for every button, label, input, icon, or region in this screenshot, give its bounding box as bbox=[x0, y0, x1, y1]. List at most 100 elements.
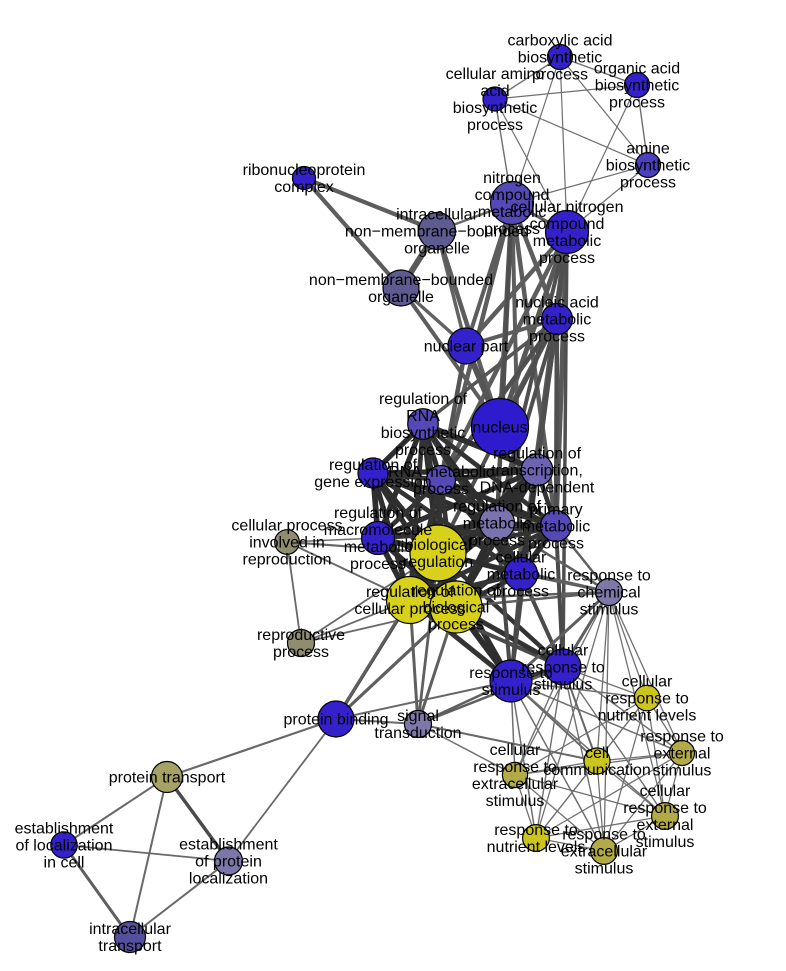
svg-text:biosynthetic: biosynthetic bbox=[518, 50, 603, 67]
svg-text:regulation of: regulation of bbox=[329, 457, 418, 474]
svg-text:biological: biological bbox=[405, 537, 472, 554]
svg-text:stimulus: stimulus bbox=[580, 602, 639, 619]
svg-text:metabolic: metabolic bbox=[523, 312, 591, 329]
svg-text:process: process bbox=[467, 117, 523, 134]
svg-text:cellular process: cellular process bbox=[354, 601, 465, 618]
svg-text:transduction: transduction bbox=[374, 725, 461, 742]
svg-text:biosynthetic: biosynthetic bbox=[595, 78, 680, 95]
svg-text:metabolic: metabolic bbox=[344, 539, 412, 556]
svg-text:biological: biological bbox=[423, 600, 490, 617]
svg-text:stimulus: stimulus bbox=[636, 834, 695, 851]
svg-text:process: process bbox=[350, 556, 406, 573]
svg-text:cellular nitrogen: cellular nitrogen bbox=[511, 199, 624, 216]
svg-text:signal: signal bbox=[397, 708, 439, 725]
svg-text:compound: compound bbox=[530, 216, 605, 233]
svg-text:regulation of: regulation of bbox=[412, 583, 501, 600]
svg-text:process: process bbox=[532, 67, 588, 84]
svg-text:response to: response to bbox=[605, 691, 689, 708]
svg-text:non−membrane−bounded: non−membrane−bounded bbox=[309, 272, 493, 289]
svg-text:cellular process: cellular process bbox=[231, 518, 342, 535]
svg-text:RNA metabolic: RNA metabolic bbox=[388, 464, 494, 481]
svg-text:regulation of: regulation of bbox=[366, 584, 455, 601]
svg-text:biosynthetic: biosynthetic bbox=[453, 100, 538, 117]
svg-text:stimulus: stimulus bbox=[534, 677, 593, 694]
svg-text:response to: response to bbox=[521, 660, 605, 677]
svg-text:stimulus: stimulus bbox=[486, 793, 545, 810]
svg-text:process: process bbox=[609, 95, 665, 112]
svg-text:reproduction: reproduction bbox=[243, 552, 332, 569]
svg-text:establishment: establishment bbox=[179, 837, 278, 854]
svg-text:process: process bbox=[529, 329, 585, 346]
svg-text:process: process bbox=[493, 584, 549, 601]
svg-text:regulation of: regulation of bbox=[493, 446, 582, 463]
svg-text:regulation of: regulation of bbox=[334, 505, 423, 522]
svg-text:stimulus: stimulus bbox=[575, 861, 634, 878]
svg-text:organelle: organelle bbox=[404, 241, 470, 258]
svg-text:metabolic: metabolic bbox=[487, 567, 555, 584]
svg-text:cellular amino: cellular amino bbox=[446, 66, 545, 83]
svg-text:process: process bbox=[528, 536, 584, 553]
svg-text:external: external bbox=[654, 746, 711, 763]
svg-text:primary: primary bbox=[529, 502, 582, 519]
svg-text:RNA: RNA bbox=[406, 408, 440, 425]
svg-text:nuclear part: nuclear part bbox=[424, 339, 509, 356]
svg-text:process: process bbox=[484, 221, 540, 238]
svg-text:metabolic: metabolic bbox=[533, 233, 601, 250]
svg-text:carboxylic acid: carboxylic acid bbox=[508, 33, 613, 50]
svg-text:nucleic acid: nucleic acid bbox=[515, 295, 599, 312]
svg-text:stimulus: stimulus bbox=[482, 682, 541, 699]
svg-text:process: process bbox=[620, 175, 676, 192]
svg-text:metabolic: metabolic bbox=[463, 516, 531, 533]
svg-text:amine: amine bbox=[626, 141, 670, 158]
svg-text:process: process bbox=[539, 250, 595, 267]
svg-text:extracellular: extracellular bbox=[472, 776, 559, 793]
svg-text:regulation of: regulation of bbox=[379, 391, 468, 408]
svg-text:protein transport: protein transport bbox=[109, 770, 226, 787]
svg-text:process: process bbox=[273, 644, 329, 661]
svg-text:cellular: cellular bbox=[622, 674, 673, 691]
svg-text:regulation: regulation bbox=[403, 554, 473, 571]
svg-text:in cell: in cell bbox=[44, 855, 85, 872]
svg-text:communication: communication bbox=[543, 762, 651, 779]
svg-text:of localization: of localization bbox=[16, 838, 113, 855]
svg-text:process: process bbox=[413, 481, 469, 498]
svg-text:metabolic: metabolic bbox=[522, 519, 590, 536]
svg-text:response to: response to bbox=[562, 827, 646, 844]
svg-text:organic acid: organic acid bbox=[594, 61, 680, 78]
svg-text:response to: response to bbox=[567, 568, 651, 585]
svg-text:ribonucleoprotein: ribonucleoprotein bbox=[243, 162, 366, 179]
svg-text:metabolic: metabolic bbox=[478, 204, 546, 221]
svg-text:transcription,: transcription, bbox=[491, 463, 583, 480]
svg-text:biosynthetic: biosynthetic bbox=[381, 425, 466, 442]
svg-text:response to: response to bbox=[469, 665, 553, 682]
svg-text:biosynthetic: biosynthetic bbox=[606, 158, 691, 175]
svg-text:cell: cell bbox=[585, 745, 609, 762]
svg-text:compound: compound bbox=[475, 187, 550, 204]
svg-text:establishment: establishment bbox=[15, 821, 114, 838]
svg-text:complex: complex bbox=[274, 179, 334, 196]
svg-text:extracellular: extracellular bbox=[561, 844, 648, 861]
svg-text:process: process bbox=[428, 617, 484, 634]
svg-text:involved in: involved in bbox=[249, 535, 325, 552]
svg-text:organelle: organelle bbox=[368, 289, 434, 306]
svg-text:cellular: cellular bbox=[640, 783, 691, 800]
svg-text:protein binding: protein binding bbox=[284, 712, 389, 729]
svg-text:reproductive: reproductive bbox=[257, 627, 345, 644]
svg-text:transport: transport bbox=[98, 938, 162, 955]
svg-text:intracellular: intracellular bbox=[396, 207, 478, 224]
svg-text:nutrient levels: nutrient levels bbox=[487, 839, 586, 856]
svg-text:acid: acid bbox=[480, 83, 509, 100]
svg-text:chemical: chemical bbox=[577, 585, 640, 602]
svg-text:process: process bbox=[469, 533, 525, 550]
svg-text:of protein: of protein bbox=[195, 854, 262, 871]
svg-text:regulation of: regulation of bbox=[453, 499, 542, 516]
svg-text:nitrogen: nitrogen bbox=[483, 170, 541, 187]
svg-text:stimulus: stimulus bbox=[653, 763, 712, 780]
svg-text:response to: response to bbox=[623, 800, 707, 817]
svg-text:nutrient levels: nutrient levels bbox=[598, 708, 697, 725]
svg-text:cellular: cellular bbox=[496, 550, 547, 567]
svg-text:external: external bbox=[637, 817, 694, 834]
svg-text:cellular: cellular bbox=[538, 643, 589, 660]
svg-text:macromolecule: macromolecule bbox=[324, 522, 433, 539]
svg-text:DNA-dependent: DNA-dependent bbox=[480, 480, 595, 497]
